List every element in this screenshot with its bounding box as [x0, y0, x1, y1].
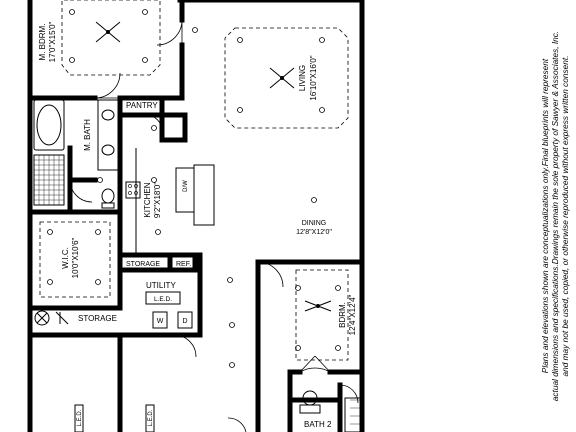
utility-name: UTILITY [146, 281, 176, 290]
bedroom-dims: 12'4"X12'4" [348, 294, 357, 335]
dining-name: DINING [302, 220, 327, 227]
storage-name: STORAGE [78, 314, 117, 323]
ceiling-fan-icon [95, 21, 332, 312]
kitchen-island [175, 164, 215, 226]
garage-led-label-1: L.E.D. [77, 409, 83, 426]
stove-icon [125, 181, 141, 199]
disclaimer-line-1: Plans and elevations shown are conceptua… [540, 58, 550, 373]
dryer-label: D [182, 318, 187, 325]
tray-ceilings [39, 0, 349, 361]
living-dims: 16'10"X16'0" [309, 55, 318, 100]
disclaimer: Plans and elevations shown are conceptua… [540, 31, 570, 401]
toilet-icon [101, 188, 115, 209]
bathroom-sink-icon [97, 99, 119, 171]
dishwasher-label: D/W [183, 180, 189, 192]
garage-led-fixtures [74, 404, 155, 432]
light-fixture-icon [47, 9, 341, 368]
master-bedroom-dims: 17'0"X15'0" [48, 21, 57, 62]
wic-name: W.I.C. [61, 247, 70, 269]
bedroom-name: BDRM. [338, 302, 347, 328]
shower [33, 154, 65, 206]
living-name: LIVING [298, 65, 307, 91]
disclaimer-line-2: actual dimensions and specifications.Dra… [550, 31, 560, 401]
storage-small-name: STORAGE [126, 261, 160, 268]
bath2-name: BATH 2 [304, 420, 332, 429]
dining-dims: 12'8"X12'0" [296, 229, 332, 236]
bath2-fixtures [299, 390, 363, 432]
ref-name: REF. [176, 261, 191, 268]
master-bedroom-name: M. BDRM. [38, 24, 47, 61]
wic-dims: 10'0"X10'6" [71, 237, 80, 278]
utility-led-label: L.E.D. [154, 296, 172, 303]
pantry-name: PANTRY [126, 101, 158, 110]
door-swings [69, 19, 359, 432]
led-box [145, 291, 181, 305]
washer-label: W [157, 318, 164, 325]
garage-led-label-2: L.E.D. [148, 409, 154, 426]
kitchen-dims: 9'2"X18'0" [153, 182, 162, 218]
washer-dryer [152, 311, 193, 329]
disclaimer-line-3: and may not be used, copied, or otherwis… [560, 56, 570, 377]
electrical-panel-icon [34, 310, 69, 326]
kitchen-name: KITCHEN [143, 182, 152, 217]
master-bath-name: M. BATH [83, 119, 92, 151]
bathtub [33, 99, 65, 151]
room-labels: M. BDRM. 17'0"X15'0" M. BATH PANTRY LIVI… [38, 21, 357, 429]
